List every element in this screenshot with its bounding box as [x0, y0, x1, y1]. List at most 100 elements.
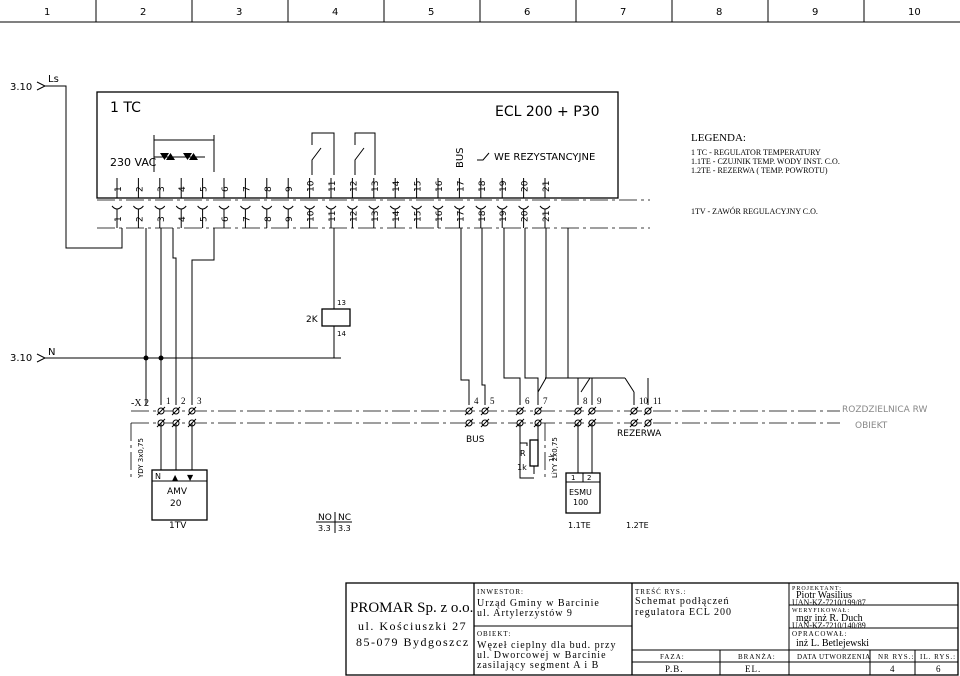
terminal-label: 8: [264, 216, 274, 222]
terminal-label: 20: [521, 210, 531, 222]
company-name: PROMAR Sp. z o.o.: [350, 600, 473, 616]
sheet-ref-bottom: 3.10: [10, 353, 32, 364]
contact-nc: NC: [338, 513, 351, 523]
legend-line: 1.2TE - REZERWA ( TEMP. POWROTU): [691, 166, 828, 175]
terminal-label: 5: [200, 186, 210, 192]
contact-ref-1: 3.3: [318, 524, 331, 533]
bus-and-resistor: BUS R 1k 1k REZERWA: [466, 423, 662, 479]
terminal-label: 6: [221, 216, 231, 222]
legend: LEGENDA: 1 TC - REGULATOR TEMPERATURY 1.…: [691, 132, 840, 216]
terminal-label: 16: [435, 180, 445, 192]
terminal-label: 18: [478, 210, 488, 222]
terminal-label: 7: [242, 186, 252, 192]
designer-label: PROJEKTANT:: [792, 586, 842, 592]
controller-model: ECL 200 + P30: [495, 104, 599, 120]
author-name: inż L. Betlejewski: [796, 638, 869, 649]
date-label: DATA UTWORZENIA: [797, 653, 871, 661]
column-label: 4: [332, 7, 338, 18]
actuator-pin-down: ▼: [187, 473, 194, 482]
relay-tag: 2K: [306, 315, 319, 325]
relay-coil: 2K 13 14: [306, 228, 351, 358]
supply-label: 230 VAC: [110, 156, 157, 169]
terminal-label: 18: [478, 180, 488, 192]
wires: [145, 228, 649, 405]
actuator-tag: 1TV: [169, 521, 187, 531]
investor-line: Urząd Gminy w Barcinie: [477, 598, 600, 609]
terminal-label: 17: [456, 181, 466, 192]
sheet-ref-bottom-label: N: [48, 347, 55, 358]
strip-tag: -X 2: [131, 398, 149, 409]
terminal-label: 4: [178, 216, 188, 222]
actuator-size: 20: [170, 499, 182, 509]
content-label: TREŚĆ RYS.:: [635, 588, 686, 596]
legend-extra: 1TV - ZAWÓR REGULACYJNY C.O.: [691, 206, 818, 216]
phase-line: 3.10 Ls: [10, 74, 123, 249]
terminal-label: 5: [200, 216, 210, 222]
contact-no: NO: [318, 513, 332, 523]
bus-label: BUS: [455, 147, 466, 168]
cable-1-label: YDY 3x0,75: [137, 438, 145, 479]
strip-terminal-label: 6: [525, 396, 530, 406]
panel-label: ROZDZIELNICA RW: [842, 405, 928, 415]
legend-title: LEGENDA:: [691, 132, 746, 144]
sensor-pin-1: 1: [571, 474, 575, 482]
sheet-ref-top: 3.10: [10, 82, 32, 93]
legend-line: 1 TC - REGULATOR TEMPERATURY: [691, 148, 821, 157]
investor-label: INWESTOR:: [477, 588, 524, 596]
designer-name: Piotr Wasilius: [796, 590, 852, 601]
ref-arrow-icon: [36, 353, 47, 363]
author-label: OPRACOWAŁ:: [792, 630, 848, 638]
terminal-label: 15: [414, 211, 424, 222]
terminal-label: 19: [499, 180, 509, 192]
terminal-label: 12: [349, 211, 359, 222]
column-label: 7: [620, 7, 626, 18]
phase-label: FAZA:: [660, 653, 685, 661]
terminal-label: 2: [135, 216, 145, 222]
verifier-name: mgr inż R. Duch: [796, 613, 863, 624]
terminal-label: 14: [392, 180, 402, 192]
title-block: PROMAR Sp. z o.o. ul. Kościuszki 27 85-0…: [345, 582, 959, 676]
relay-pin-bottom: 14: [337, 330, 346, 338]
terminal-label: 20: [521, 180, 531, 192]
terminal-label: 7: [242, 216, 252, 222]
cables: YDY 3x0,75 LiYY 2x0,75: [130, 423, 559, 480]
strip-terminal-label: 2: [181, 396, 186, 406]
phase-value: P.B.: [665, 664, 684, 674]
object-label: OBIEKT: [855, 421, 888, 431]
relay-contacts-icon: [311, 132, 376, 175]
strip-terminal-label: 3: [197, 396, 202, 406]
ref-arrow-icon: [36, 81, 47, 91]
content-line: Schemat podłączeń: [635, 596, 729, 607]
actuator-pin-up: ▲: [172, 473, 179, 482]
terminal-label: 15: [414, 181, 424, 192]
terminal-label: 13: [371, 181, 381, 192]
terminal-label: 3: [157, 186, 167, 192]
sensor-tag-2: 1.2TE: [626, 521, 649, 530]
terminal-label: 13: [371, 211, 381, 222]
terminal-label: 6: [221, 186, 231, 192]
strip-terminal-label: 11: [653, 396, 662, 406]
contact-ref: NO NC 3.3 3.3: [316, 512, 352, 533]
legend-line: 1.1TE - CZUJNIK TEMP. WODY INST. C.O.: [691, 157, 840, 166]
sensor-pin-2: 2: [587, 474, 591, 482]
strip-terminal-label: 4: [474, 396, 479, 406]
sheets-label: IL. RYS.:: [920, 653, 956, 661]
column-label: 10: [908, 7, 921, 18]
investor-line: ul. Artylerzystów 9: [477, 608, 573, 619]
sensor-arrow-icon: [477, 152, 490, 161]
strip-terminal-label: 7: [543, 396, 548, 406]
column-label: 9: [812, 7, 818, 18]
terminal-label: 1: [114, 216, 124, 222]
sensor: 1 2 ESMU 100 1.1TE 1.2TE: [565, 423, 649, 530]
verifier-label: WERYFIKOWAŁ:: [792, 608, 850, 614]
object-line: zasilający segment A i B: [477, 660, 599, 671]
contact-ref-2: 3.3: [338, 524, 351, 533]
drawing-no-label: NR RYS.:: [878, 653, 914, 661]
terminal-label: 9: [285, 216, 295, 222]
terminal-label: 11: [328, 181, 338, 192]
terminal-label: 19: [499, 210, 509, 222]
